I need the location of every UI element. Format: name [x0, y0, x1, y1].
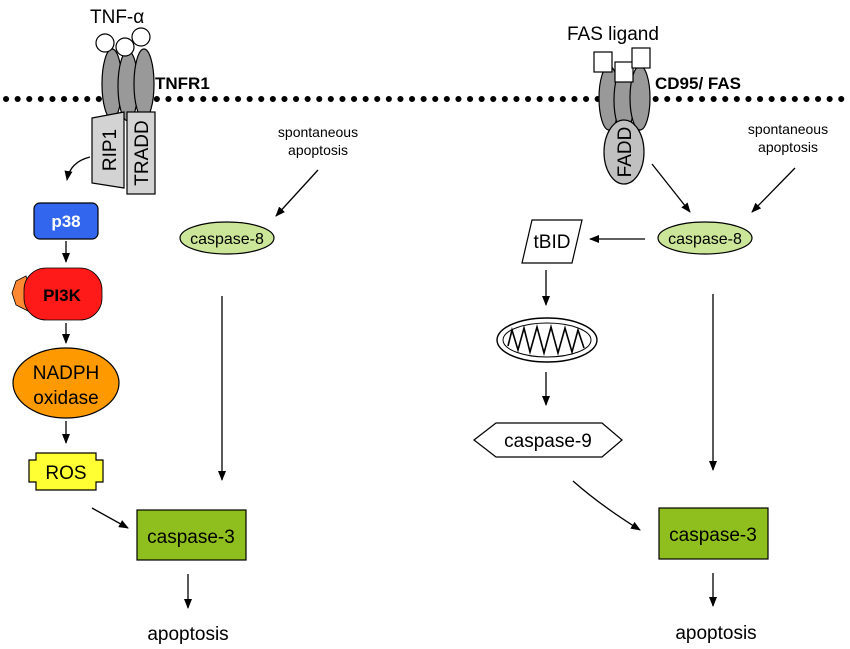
svg-text:caspase-8: caspase-8 — [190, 231, 264, 248]
fas-ligand-label: FAS ligand — [567, 24, 659, 45]
svg-text:NADPH: NADPH — [33, 363, 100, 384]
fas-ligand-subunit — [614, 61, 634, 83]
svg-text:ROS: ROS — [45, 463, 86, 484]
nadph-oxidase-node: NADPH oxidase — [12, 347, 120, 419]
caspase3-node-left: caspase-3 — [136, 509, 247, 561]
arrow-fadd-to-caspase8 — [651, 163, 691, 213]
tnf-alpha-label: TNF-α — [90, 7, 144, 28]
spontaneous-apoptosis-label-left: spontaneous — [278, 124, 358, 140]
caspase8-node-left: caspase-8 — [179, 221, 275, 255]
svg-text:oxidase: oxidase — [33, 388, 99, 409]
tnfr1-receptor — [95, 27, 155, 122]
spontaneous-apoptosis-label-left-line2: apoptosis — [288, 142, 348, 158]
mitochondrion-icon — [496, 317, 598, 363]
p38-node: p38 — [33, 202, 99, 240]
caspase3-node-right: caspase-3 — [658, 507, 769, 560]
arrow-rip1-to-p38 — [64, 156, 91, 181]
tnf-trimer-subunit — [115, 37, 135, 57]
spontaneous-apoptosis-label-right: spontaneous — [748, 121, 828, 137]
tbid-node: tBID — [521, 219, 583, 264]
svg-text:caspase-9: caspase-9 — [504, 431, 592, 452]
cd95-fas-label: CD95/ FAS — [655, 74, 741, 93]
fadd-adaptor: FADD — [603, 119, 645, 185]
cd95-fas-receptor — [593, 47, 651, 133]
fas-ligand-subunit — [593, 51, 613, 73]
svg-text:FADD: FADD — [615, 127, 636, 178]
svg-text:caspase-3: caspase-3 — [147, 527, 235, 548]
caspase9-node: caspase-9 — [473, 422, 623, 458]
svg-text:PI3K: PI3K — [43, 286, 82, 305]
svg-text:caspase-8: caspase-8 — [668, 231, 742, 248]
tradd-adaptor: TRADD — [126, 111, 156, 195]
tnf-trimer-subunit — [95, 33, 115, 53]
tnf-trimer-subunit — [131, 27, 151, 47]
arrow-spontaneous-to-caspase8-left — [275, 169, 319, 217]
svg-text:tBID: tBID — [534, 232, 571, 253]
svg-text:p38: p38 — [51, 212, 80, 231]
svg-text:caspase-3: caspase-3 — [669, 525, 757, 546]
pi3k-node: PI3K — [11, 267, 103, 321]
spontaneous-apoptosis-label-right-line2: apoptosis — [758, 139, 818, 155]
rip1-adaptor: RIP1 — [91, 111, 125, 189]
arrow-caspase9-to-caspase3 — [572, 480, 641, 531]
caspase8-node-right: caspase-8 — [657, 221, 753, 255]
apoptosis-label-left: apoptosis — [147, 624, 228, 645]
fas-ligand-subunit — [631, 47, 651, 69]
arrow-spontaneous-to-caspase8-right — [751, 167, 796, 213]
svg-text:RIP1: RIP1 — [100, 129, 121, 171]
svg-text:TRADD: TRADD — [132, 120, 153, 185]
arrow-ros-to-caspase3 — [91, 507, 129, 529]
tnfr1-label: TNFR1 — [155, 74, 210, 93]
ros-node: ROS — [28, 452, 104, 491]
apoptosis-label-right: apoptosis — [675, 623, 756, 644]
